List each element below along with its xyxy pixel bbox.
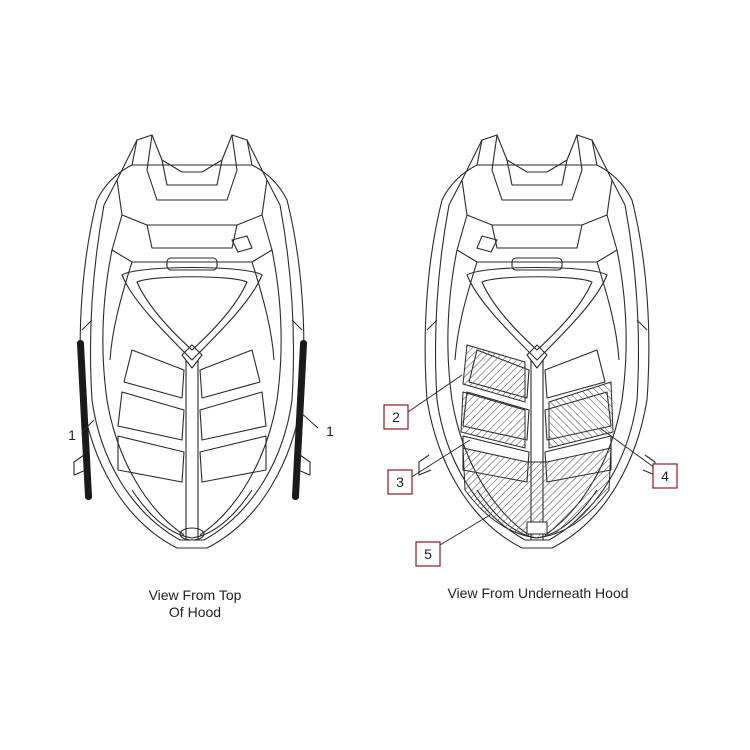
caption-underneath-view: View From Underneath Hood [420,585,656,602]
callout-3: 3 [396,474,404,490]
callout-1-right: 1 [326,423,334,439]
callout-box-2 [383,404,409,430]
trim-strip-right [291,340,308,500]
callout-2: 2 [392,409,400,425]
caption-underneath-view-line-1: View From Underneath Hood [447,585,629,601]
callouts-underneath-view [383,374,678,567]
pad-2 [462,344,526,403]
callout-box-4 [652,463,678,489]
pad-3 [460,391,526,449]
caption-top-view-line-2: Of Hood [168,604,222,620]
callout-box-5 [415,541,441,567]
callouts-top-view [81,411,319,433]
trim-strip-left [76,340,93,500]
callout-4: 4 [661,468,669,484]
callout-box-3 [387,469,413,495]
caption-top-view-line-1: View From Top [148,587,242,603]
callout-5: 5 [424,546,432,562]
hood-top-view [73,134,311,549]
pad-4 [548,381,614,449]
caption-top-view: View From Top Of Hood [120,587,270,621]
callout-1-left: 1 [68,427,76,443]
pad-5 [462,447,612,539]
hood-underneath-view [418,134,656,549]
